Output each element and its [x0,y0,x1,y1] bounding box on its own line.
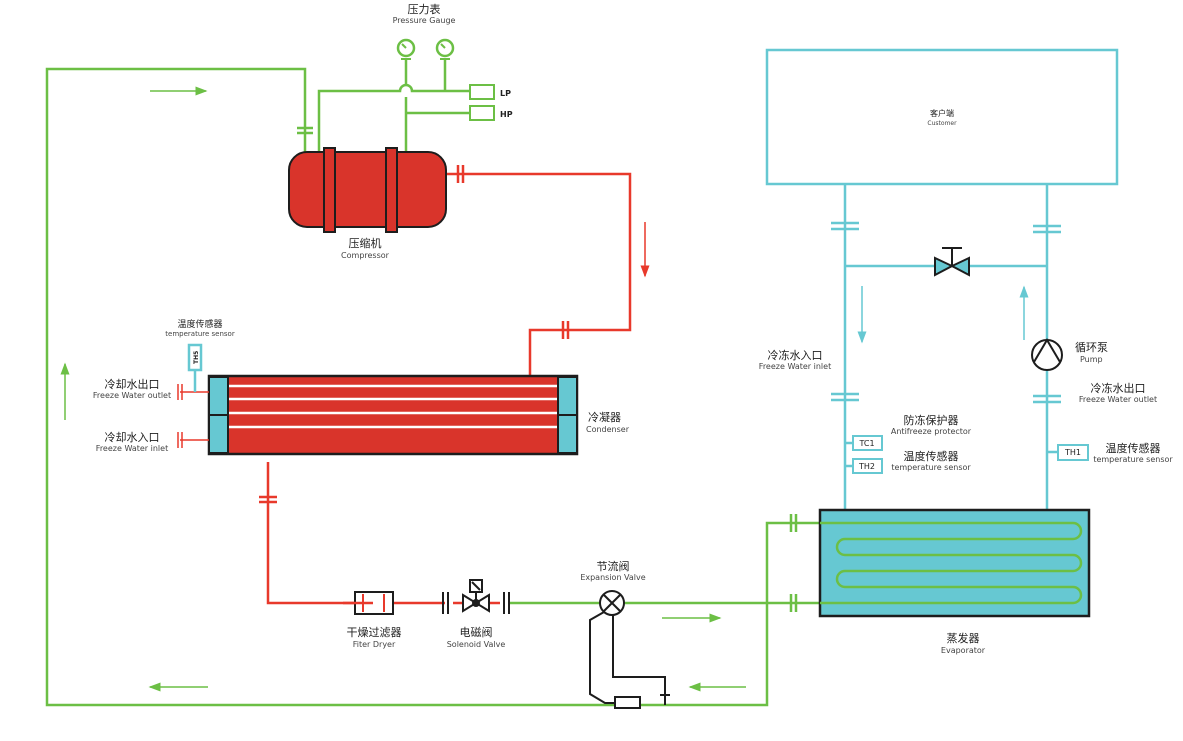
pressure-gauge-label-cn: 压力表 [408,2,441,16]
chilled-water-lines [831,184,1061,510]
condenser-label-en: Condenser [586,425,630,434]
hp-label: HP [500,110,513,119]
expansion-valve-label-cn: 节流阀 [597,559,630,573]
pump-icon [1031,338,1063,371]
antifreeze-label-en: Antifreeze protector [891,427,972,436]
pump-label-en: Pump [1080,355,1103,364]
th2-sensor [852,458,883,474]
chilled-outlet-label-en: Freeze Water outlet [1079,395,1157,404]
filter-dryer [343,591,394,615]
condenser [207,374,579,456]
lp-switch [469,84,495,100]
condenser-outlet-label-cn: 冷却水出口 [105,377,160,391]
compressor-label-en: Compressor [341,251,390,260]
chilled-inlet-label-cn: 冷冻水入口 [768,348,823,362]
th5-sensor [187,343,203,372]
expansion-valve [589,590,670,709]
pressure-gauge-lines [317,38,495,152]
solenoid-valve [442,579,510,614]
chilled-outlet-label-cn: 冷冻水出口 [1091,381,1146,395]
customer-label-en: Customer [927,120,957,127]
customer-label-cn: 客户端 [930,108,954,118]
evap-sensor-in-label-cn: 温度传感器 [904,449,959,463]
evap-sensor-out-label-en: temperature sensor [1093,455,1173,464]
pump-label-cn: 循环泵 [1075,341,1108,354]
condenser-inlet-label-cn: 冷却水入口 [105,431,160,444]
customer-box [765,48,1119,186]
antifreeze-label-cn: 防冻保护器 [904,413,959,427]
th1-sensor [1057,444,1089,461]
evaporator-label-cn: 蒸发器 [947,631,980,645]
th5-tag: TH5 [193,351,200,364]
evaporator-label-en: Evaporator [941,646,986,655]
th2-tag: TH2 [858,462,875,471]
evap-sensor-in-label-en: temperature sensor [891,463,971,472]
evap-sensor-out-label-cn: 温度传感器 [1106,441,1161,455]
condenser-water-ports [177,343,209,448]
bypass-valve [934,247,970,277]
expansion-valve-label-en: Expansion Valve [580,573,645,582]
evaporator [818,508,1091,618]
condenser-sensor-label-en: temperature sensor [165,330,235,338]
tc1-tag: TC1 [858,439,874,448]
filter-dryer-label-cn: 干燥过滤器 [347,626,402,639]
condenser-outlet-label-en: Freeze Water outlet [93,391,171,400]
hp-switch [469,105,495,121]
chilled-inlet-label-en: Freeze Water inlet [759,362,831,371]
suction-line [45,67,820,707]
condenser-inlet-label-en: Freeze Water inlet [96,444,168,453]
th1-tag: TH1 [1064,448,1081,457]
condenser-label-cn: 冷凝器 [588,410,621,424]
filter-dryer-label-en: Fiter Dryer [353,640,396,649]
tc1-sensor [852,435,883,451]
pressure-gauge-label-en: Pressure Gauge [393,16,456,25]
compressor [288,147,447,233]
solenoid-valve-label-cn: 电磁阀 [460,625,493,639]
solenoid-valve-label-en: Solenoid Valve [447,640,506,649]
lp-label: LP [500,89,511,98]
condenser-sensor-label-cn: 温度传感器 [177,318,222,330]
compressor-label-cn: 压缩机 [349,236,382,250]
